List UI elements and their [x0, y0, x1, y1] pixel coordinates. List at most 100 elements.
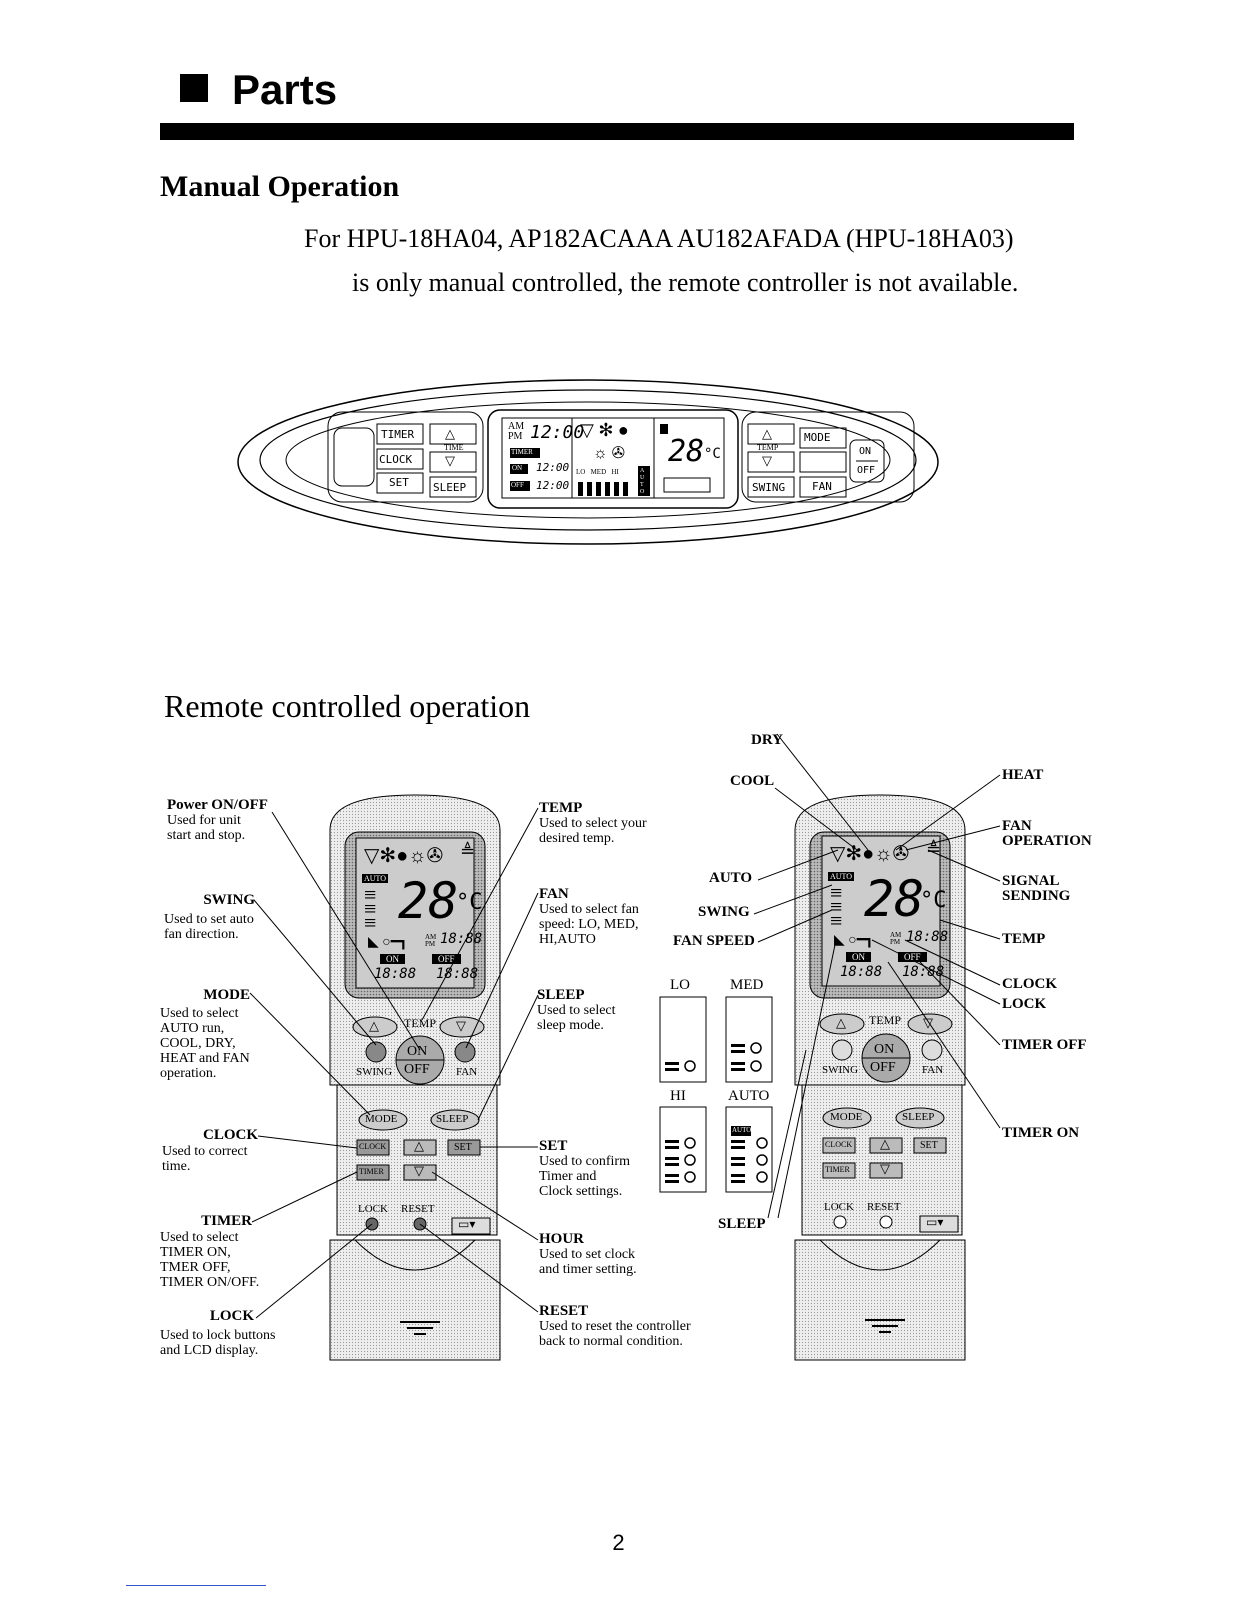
fan-speed-auto-badge: AUTO: [732, 1126, 752, 1134]
left-remote-auto: AUTO: [362, 874, 389, 883]
panel-timer-button[interactable]: TIMER: [381, 428, 415, 441]
right-remote-set-button[interactable]: SET: [920, 1140, 938, 1151]
label-clock: CLOCK: [150, 1128, 258, 1143]
panel-mode-button[interactable]: MODE: [804, 431, 831, 444]
fan-speed-auto: AUTO: [728, 1088, 770, 1104]
panel-time-label: TIME: [444, 443, 464, 452]
right-remote-on-button[interactable]: ON: [874, 1042, 895, 1057]
right-remote-reset-label: RESET: [867, 1201, 901, 1213]
right-remote-clock-button[interactable]: CLOCK: [825, 1140, 853, 1149]
label-timer-on: TIMER ON: [1002, 1126, 1079, 1141]
left-remote-mode-button[interactable]: MODE: [365, 1113, 398, 1125]
right-remote-off-time: 18:88: [902, 964, 945, 980]
label-temp-desc: desired temp.: [539, 831, 615, 846]
right-remote-off-button[interactable]: OFF: [870, 1060, 896, 1075]
label-fan-desc: speed: LO, MED,: [539, 917, 639, 932]
panel-swing-button[interactable]: SWING: [752, 481, 786, 494]
panel-time-down-icon[interactable]: ▽: [445, 453, 455, 468]
panel-heat-fan-icons: ☼ ✇: [593, 445, 626, 462]
label-timer-desc-line: Used to select: [160, 1230, 239, 1245]
panel-clock-button[interactable]: CLOCK: [379, 453, 413, 466]
right-remote-timer-button[interactable]: TIMER: [825, 1165, 850, 1174]
label-signal-line: SENDING: [1002, 888, 1071, 904]
panel-temp-down-icon[interactable]: ▽: [762, 453, 772, 468]
panel-set-button[interactable]: SET: [389, 476, 409, 489]
right-remote-sleep-button[interactable]: SLEEP: [902, 1111, 935, 1123]
left-remote-temp: 28: [398, 872, 459, 930]
label-timer-desc-line: TMER OFF,: [160, 1260, 231, 1275]
right-remote-hour-down-icon[interactable]: ▽: [880, 1161, 890, 1176]
right-remote-mode-button[interactable]: MODE: [830, 1111, 863, 1123]
label-hour-desc: Used to set clock: [539, 1247, 636, 1262]
left-remote-fan-button[interactable]: FAN: [456, 1066, 478, 1078]
left-remote-temp-up-icon[interactable]: △: [369, 1018, 379, 1033]
panel-off-label[interactable]: OFF: [857, 465, 876, 476]
label-fan-speed: FAN SPEED: [673, 934, 755, 949]
label-mode-desc-line: Used to select: [160, 1006, 239, 1021]
left-remote-sleep-key-icons: ◣ ○━┓: [368, 935, 408, 950]
label-hour-desc: and timer setting.: [539, 1262, 637, 1277]
label-clock-desc-line: time.: [162, 1159, 191, 1174]
right-remote-temp-up-icon[interactable]: △: [836, 1015, 846, 1030]
label-sleep-desc: sleep mode.: [537, 1018, 604, 1033]
right-remote-lock-label: LOCK: [824, 1201, 854, 1213]
left-remote-hour-down-icon[interactable]: ▽: [414, 1163, 424, 1178]
left-remote-set-button[interactable]: SET: [454, 1142, 472, 1153]
left-remote-swing-button[interactable]: SWING: [356, 1066, 393, 1078]
panel-display-off-time: 12:00: [536, 479, 570, 492]
left-remote-timer-button[interactable]: TIMER: [359, 1167, 384, 1176]
label-lock-desc-line: and LCD display.: [160, 1343, 259, 1358]
page-number: 2: [612, 1530, 625, 1555]
left-remote-on-time: 18:88: [374, 966, 417, 982]
right-remote-temp-down-icon[interactable]: ▽: [923, 1015, 933, 1030]
label-cool-text: COOL: [730, 773, 775, 789]
fan-speed-icons: [684, 1042, 768, 1183]
fan-speed-med: MED: [730, 977, 764, 993]
leader-lines-left: [249, 807, 539, 1319]
square-bullet-icon: [180, 74, 208, 102]
label-reset-desc: back to normal condition.: [539, 1334, 683, 1349]
label-fan-operation-line: FAN: [1002, 818, 1032, 834]
footer-rule: [126, 1585, 266, 1586]
label-fan-desc: HI,AUTO: [539, 932, 596, 947]
label-auto: AUTO: [709, 871, 752, 886]
label-lock-right-text: LOCK: [1002, 996, 1047, 1012]
panel-temp-up-icon[interactable]: △: [762, 426, 772, 441]
label-clock-right-text: CLOCK: [1002, 976, 1058, 992]
left-remote-off-button[interactable]: OFF: [404, 1062, 430, 1077]
panel-display-temp: 28: [668, 434, 705, 469]
fan-speed-bars: [665, 1044, 751, 1183]
label-mode-title: MODE: [203, 987, 250, 1003]
panel-on-label[interactable]: ON: [859, 446, 872, 457]
label-lock-right: LOCK: [1002, 997, 1046, 1012]
right-remote-battery-icon: ▭▾: [926, 1215, 944, 1229]
left-remote-on-button[interactable]: ON: [407, 1044, 428, 1059]
panel-fan-button[interactable]: FAN: [812, 480, 832, 493]
label-swing-desc-line: fan direction.: [164, 927, 239, 942]
panel-time-up-icon[interactable]: △: [445, 426, 455, 441]
panel-display-pm: PM: [508, 431, 523, 442]
panel-fan-speed-labels: LO MED HI: [576, 468, 619, 476]
left-remote-unit: °C: [456, 890, 483, 915]
left-remote-clock-button[interactable]: CLOCK: [359, 1142, 387, 1151]
right-remote-clock: 18:88: [906, 929, 949, 945]
label-swing-desc-line: Used to set auto: [164, 912, 254, 927]
right-remote-fan-button[interactable]: FAN: [922, 1064, 944, 1076]
panel-sleep-button[interactable]: SLEEP: [433, 481, 467, 494]
right-remote-hour-up-icon[interactable]: △: [880, 1136, 890, 1151]
left-remote-sleep-button[interactable]: SLEEP: [436, 1113, 469, 1125]
left-remote-temp-down-icon[interactable]: ▽: [456, 1018, 466, 1033]
label-set-desc: Used to confirm: [539, 1154, 630, 1169]
right-remote-swing-button[interactable]: SWING: [822, 1064, 859, 1076]
label-power-desc: Used for unit: [167, 813, 241, 828]
left-remote-hour-up-icon[interactable]: △: [414, 1138, 424, 1153]
left-am: AM: [425, 933, 437, 941]
manual-control-panel: [237, 379, 939, 545]
